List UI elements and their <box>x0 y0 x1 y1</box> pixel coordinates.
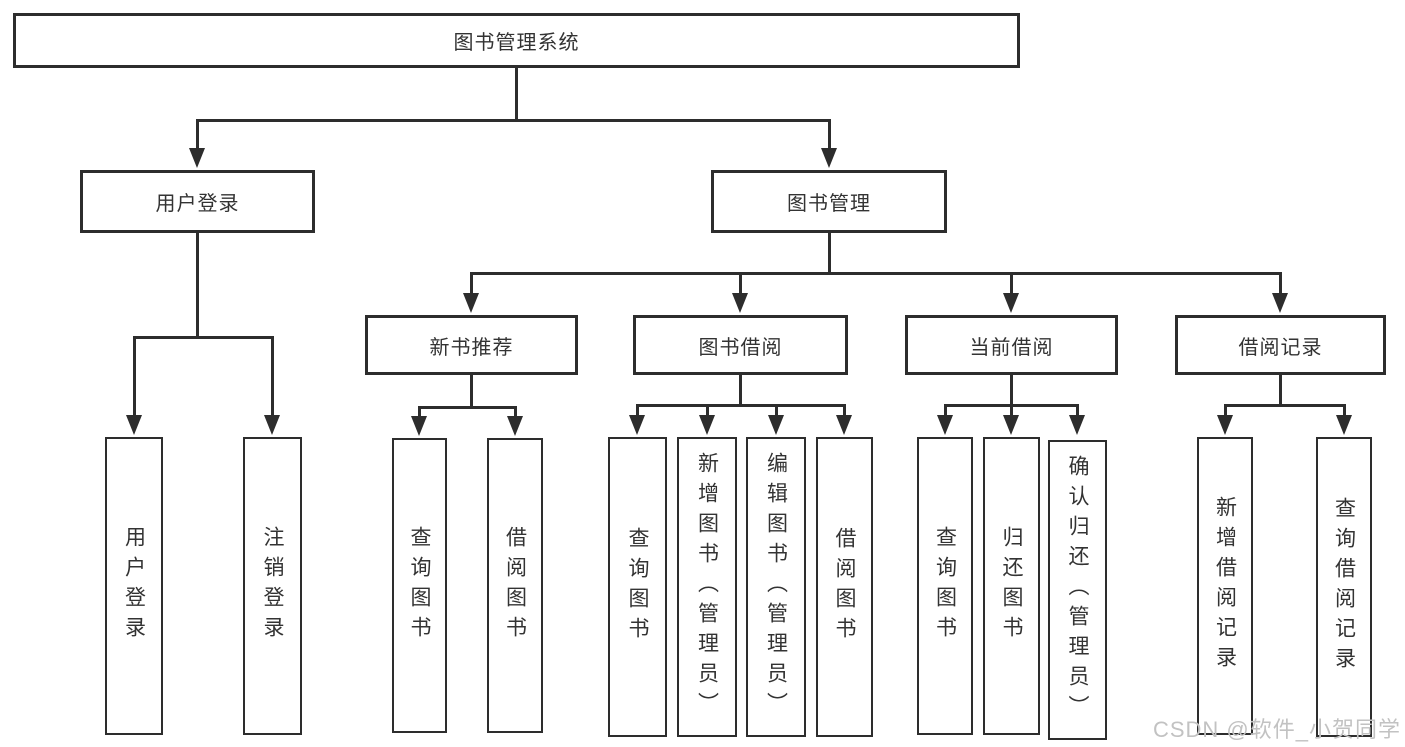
connector-line <box>775 404 778 417</box>
connector-line <box>470 272 1282 275</box>
arrow-down-icon <box>732 293 748 313</box>
leaf-confirm-return-admin: 确认归还（管理员） <box>1048 440 1107 740</box>
connector-line <box>271 336 274 417</box>
leaf-query-books-3: 查询图书 <box>917 437 973 735</box>
arrow-down-icon <box>1069 415 1085 435</box>
connector-line <box>133 336 136 417</box>
connector-line <box>1279 272 1282 295</box>
arrow-down-icon <box>1336 415 1352 435</box>
node-new-book-recommend: 新书推荐 <box>365 315 578 375</box>
leaf-query-books-1: 查询图书 <box>392 438 447 733</box>
connector-line <box>1010 272 1013 295</box>
leaf-return-book: 归还图书 <box>983 437 1040 735</box>
connector-line <box>1224 404 1227 417</box>
connector-line <box>470 373 473 408</box>
leaf-add-book-admin: 新增图书（管理员） <box>677 437 737 737</box>
connector-line <box>196 119 831 122</box>
watermark: CSDN @软件_小贺同学 <box>1152 717 1401 742</box>
leaf-query-books-2: 查询图书 <box>608 437 667 737</box>
connector-line <box>418 406 421 418</box>
leaf-borrow-books-1: 借阅图书 <box>487 438 543 733</box>
node-user-login: 用户登录 <box>80 170 315 233</box>
connector-line <box>1010 373 1013 406</box>
arrow-down-icon <box>264 415 280 435</box>
connector-line <box>418 406 517 409</box>
arrow-down-icon <box>1003 415 1019 435</box>
connector-line <box>470 272 473 295</box>
arrow-down-icon <box>463 293 479 313</box>
leaf-add-borrow-record: 新增借阅记录 <box>1197 437 1253 735</box>
connector-line <box>636 404 639 417</box>
leaf-borrow-books-2: 借阅图书 <box>816 437 873 737</box>
connector-line <box>1076 404 1079 417</box>
connector-line <box>843 404 846 417</box>
arrow-down-icon <box>821 148 837 168</box>
connector-line <box>828 119 831 151</box>
arrow-down-icon <box>629 415 645 435</box>
node-borrow-records: 借阅记录 <box>1175 315 1386 375</box>
node-book-borrow: 图书借阅 <box>633 315 848 375</box>
connector-line <box>828 231 831 274</box>
arrow-down-icon <box>699 415 715 435</box>
connector-line <box>944 404 947 417</box>
arrow-down-icon <box>836 415 852 435</box>
leaf-query-borrow-record: 查询借阅记录 <box>1316 437 1372 737</box>
connector-line <box>1010 404 1013 417</box>
node-book-management: 图书管理 <box>711 170 947 233</box>
arrow-down-icon <box>937 415 953 435</box>
arrow-down-icon <box>1272 293 1288 313</box>
arrow-down-icon <box>1217 415 1233 435</box>
connector-line <box>739 272 742 295</box>
arrow-down-icon <box>411 416 427 436</box>
connector-line <box>133 336 274 339</box>
connector-line <box>739 373 742 406</box>
node-current-borrow: 当前借阅 <box>905 315 1118 375</box>
leaf-logout: 注销登录 <box>243 437 302 735</box>
arrow-down-icon <box>768 415 784 435</box>
connector-line <box>196 119 199 151</box>
arrow-down-icon <box>189 148 205 168</box>
connector-line <box>636 404 846 407</box>
connector-line <box>1343 404 1346 417</box>
connector-line <box>1279 373 1282 406</box>
arrow-down-icon <box>1003 293 1019 313</box>
connector-line <box>196 231 199 338</box>
connector-line <box>514 406 517 418</box>
arrow-down-icon <box>507 416 523 436</box>
arrow-down-icon <box>126 415 142 435</box>
node-root: 图书管理系统 <box>13 13 1020 68</box>
connector-line <box>1224 404 1346 407</box>
connector-line <box>515 68 518 121</box>
leaf-user-login: 用户登录 <box>105 437 163 735</box>
leaf-edit-book-admin: 编辑图书（管理员） <box>746 437 806 737</box>
connector-line <box>706 404 709 417</box>
